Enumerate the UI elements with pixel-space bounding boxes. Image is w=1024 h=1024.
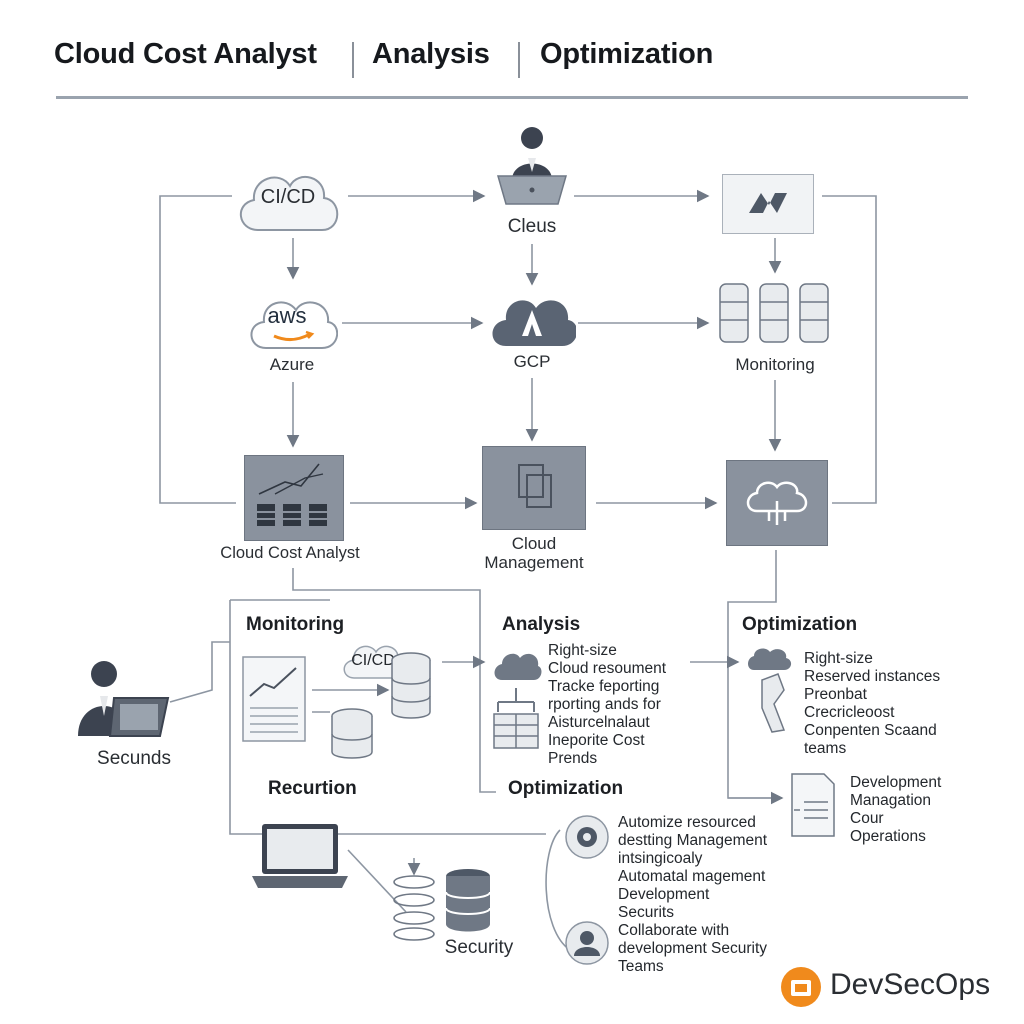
list-item: Right-size: [548, 642, 617, 659]
list-item: Automatal mageme‌nt: [618, 868, 766, 885]
database-icon: [719, 283, 829, 343]
cloud-cost-analyst-label: Cloud Cost Analyst: [220, 544, 360, 562]
cloud-management-label: Cloud Management: [470, 534, 598, 572]
devsecops-logo-icon: [781, 967, 821, 1007]
section-recurtion-title: Recurtion: [268, 778, 357, 799]
section-monitoring-title: Monitoring: [246, 614, 345, 635]
list-item: Operations: [850, 828, 926, 845]
list-item: Ineporite Cost: [548, 732, 645, 749]
list-item: Development: [850, 774, 942, 791]
chart-document-icon: [242, 656, 306, 742]
aws-cloud-icon: [250, 301, 338, 349]
list-item: Preonbat: [804, 686, 867, 703]
list-item: Development: [618, 886, 710, 903]
aws-logo: aws: [267, 303, 307, 328]
database-icon: [391, 652, 431, 719]
list-item: Automize resourced: [618, 814, 756, 831]
list-item: Reserved instances: [804, 668, 941, 685]
header-title-cost-analyst: Cloud Cost Analyst: [54, 38, 317, 70]
database-icon: [331, 708, 373, 759]
gear-icon: [565, 815, 609, 859]
header-rule: [56, 96, 968, 99]
optimization-list: Right-size Reserved instances Preonbat C…: [804, 650, 940, 758]
cloud-management-line2: Management: [484, 553, 584, 572]
azure-label: Azure: [269, 355, 315, 374]
hand-cloud-icon: [748, 648, 792, 733]
secunds-label: Secunds: [97, 748, 171, 769]
header-title-optimization: Optimization: [540, 38, 714, 70]
list-item: Teams: [618, 958, 664, 975]
list-item: teams: [804, 740, 847, 757]
list-item: development Security: [618, 940, 768, 957]
list-item: Cour: [850, 810, 884, 827]
list-item: Prends: [548, 750, 598, 767]
devops-list: Development Managation Cour Operations: [850, 774, 941, 846]
list-item: intsingicoaly: [618, 850, 703, 867]
brain-cloud-icon: [726, 460, 828, 546]
list-item: Tracke feporting: [548, 678, 660, 695]
header-title-analysis: Analysis: [372, 38, 490, 70]
cloud-icon: [239, 176, 339, 231]
cleus-label: Cleus: [507, 216, 557, 237]
list-item: destting Management: [618, 832, 768, 849]
monitoring-label: Monitoring: [735, 355, 815, 374]
gcp-label: GCP: [513, 352, 551, 371]
section-analysis-title: Analysis: [502, 614, 581, 635]
header-separator: [518, 42, 520, 78]
list-item: Managation: [850, 792, 932, 809]
list-item: Collaborate with: [618, 922, 730, 939]
list-item: Crecricleoost: [804, 704, 895, 721]
cloud-management-line1: Cloud: [511, 534, 557, 553]
list-item: Aisturcelnalaut: [548, 714, 650, 731]
brand-name: DevSecOps: [830, 968, 991, 1001]
logo-box-icon: [722, 174, 814, 234]
laptop-icon: [252, 824, 348, 888]
user-circle-icon: [565, 921, 609, 965]
cloud-network-icon: [493, 653, 542, 749]
gcp-cloud-icon: [492, 300, 576, 346]
header-separator: [352, 42, 354, 78]
person-laptop-icon: [497, 127, 567, 205]
file-list-icon: [791, 773, 835, 837]
cicd-small-label: CI/CD: [351, 652, 395, 669]
database-icon: [445, 869, 491, 932]
document-copy-icon: [482, 446, 586, 530]
section-optimization-bottom-title: Optimization: [508, 778, 624, 799]
analysis-list: Right-size Cloud resoument Tracke feport…: [548, 642, 666, 768]
list-item: Cloud resoument: [548, 660, 667, 677]
list-item: Conpenten Scaand: [804, 722, 937, 739]
stacked-disks-icon: [393, 875, 435, 941]
section-optimization-title: Optimization: [742, 614, 858, 635]
chart-panel-icon: [244, 455, 344, 541]
list-item: Securits: [618, 904, 674, 921]
automation-list: Automize resourced destting Management i…: [618, 814, 767, 922]
list-item: Right-size: [804, 650, 873, 667]
collab-list: Collaborate with development Security Te…: [618, 922, 767, 976]
security-label: Security: [444, 937, 514, 958]
list-item: rporting ands for: [548, 696, 661, 713]
cicd-label: CI/CD: [260, 186, 316, 208]
person-laptop-icon: [78, 661, 170, 737]
